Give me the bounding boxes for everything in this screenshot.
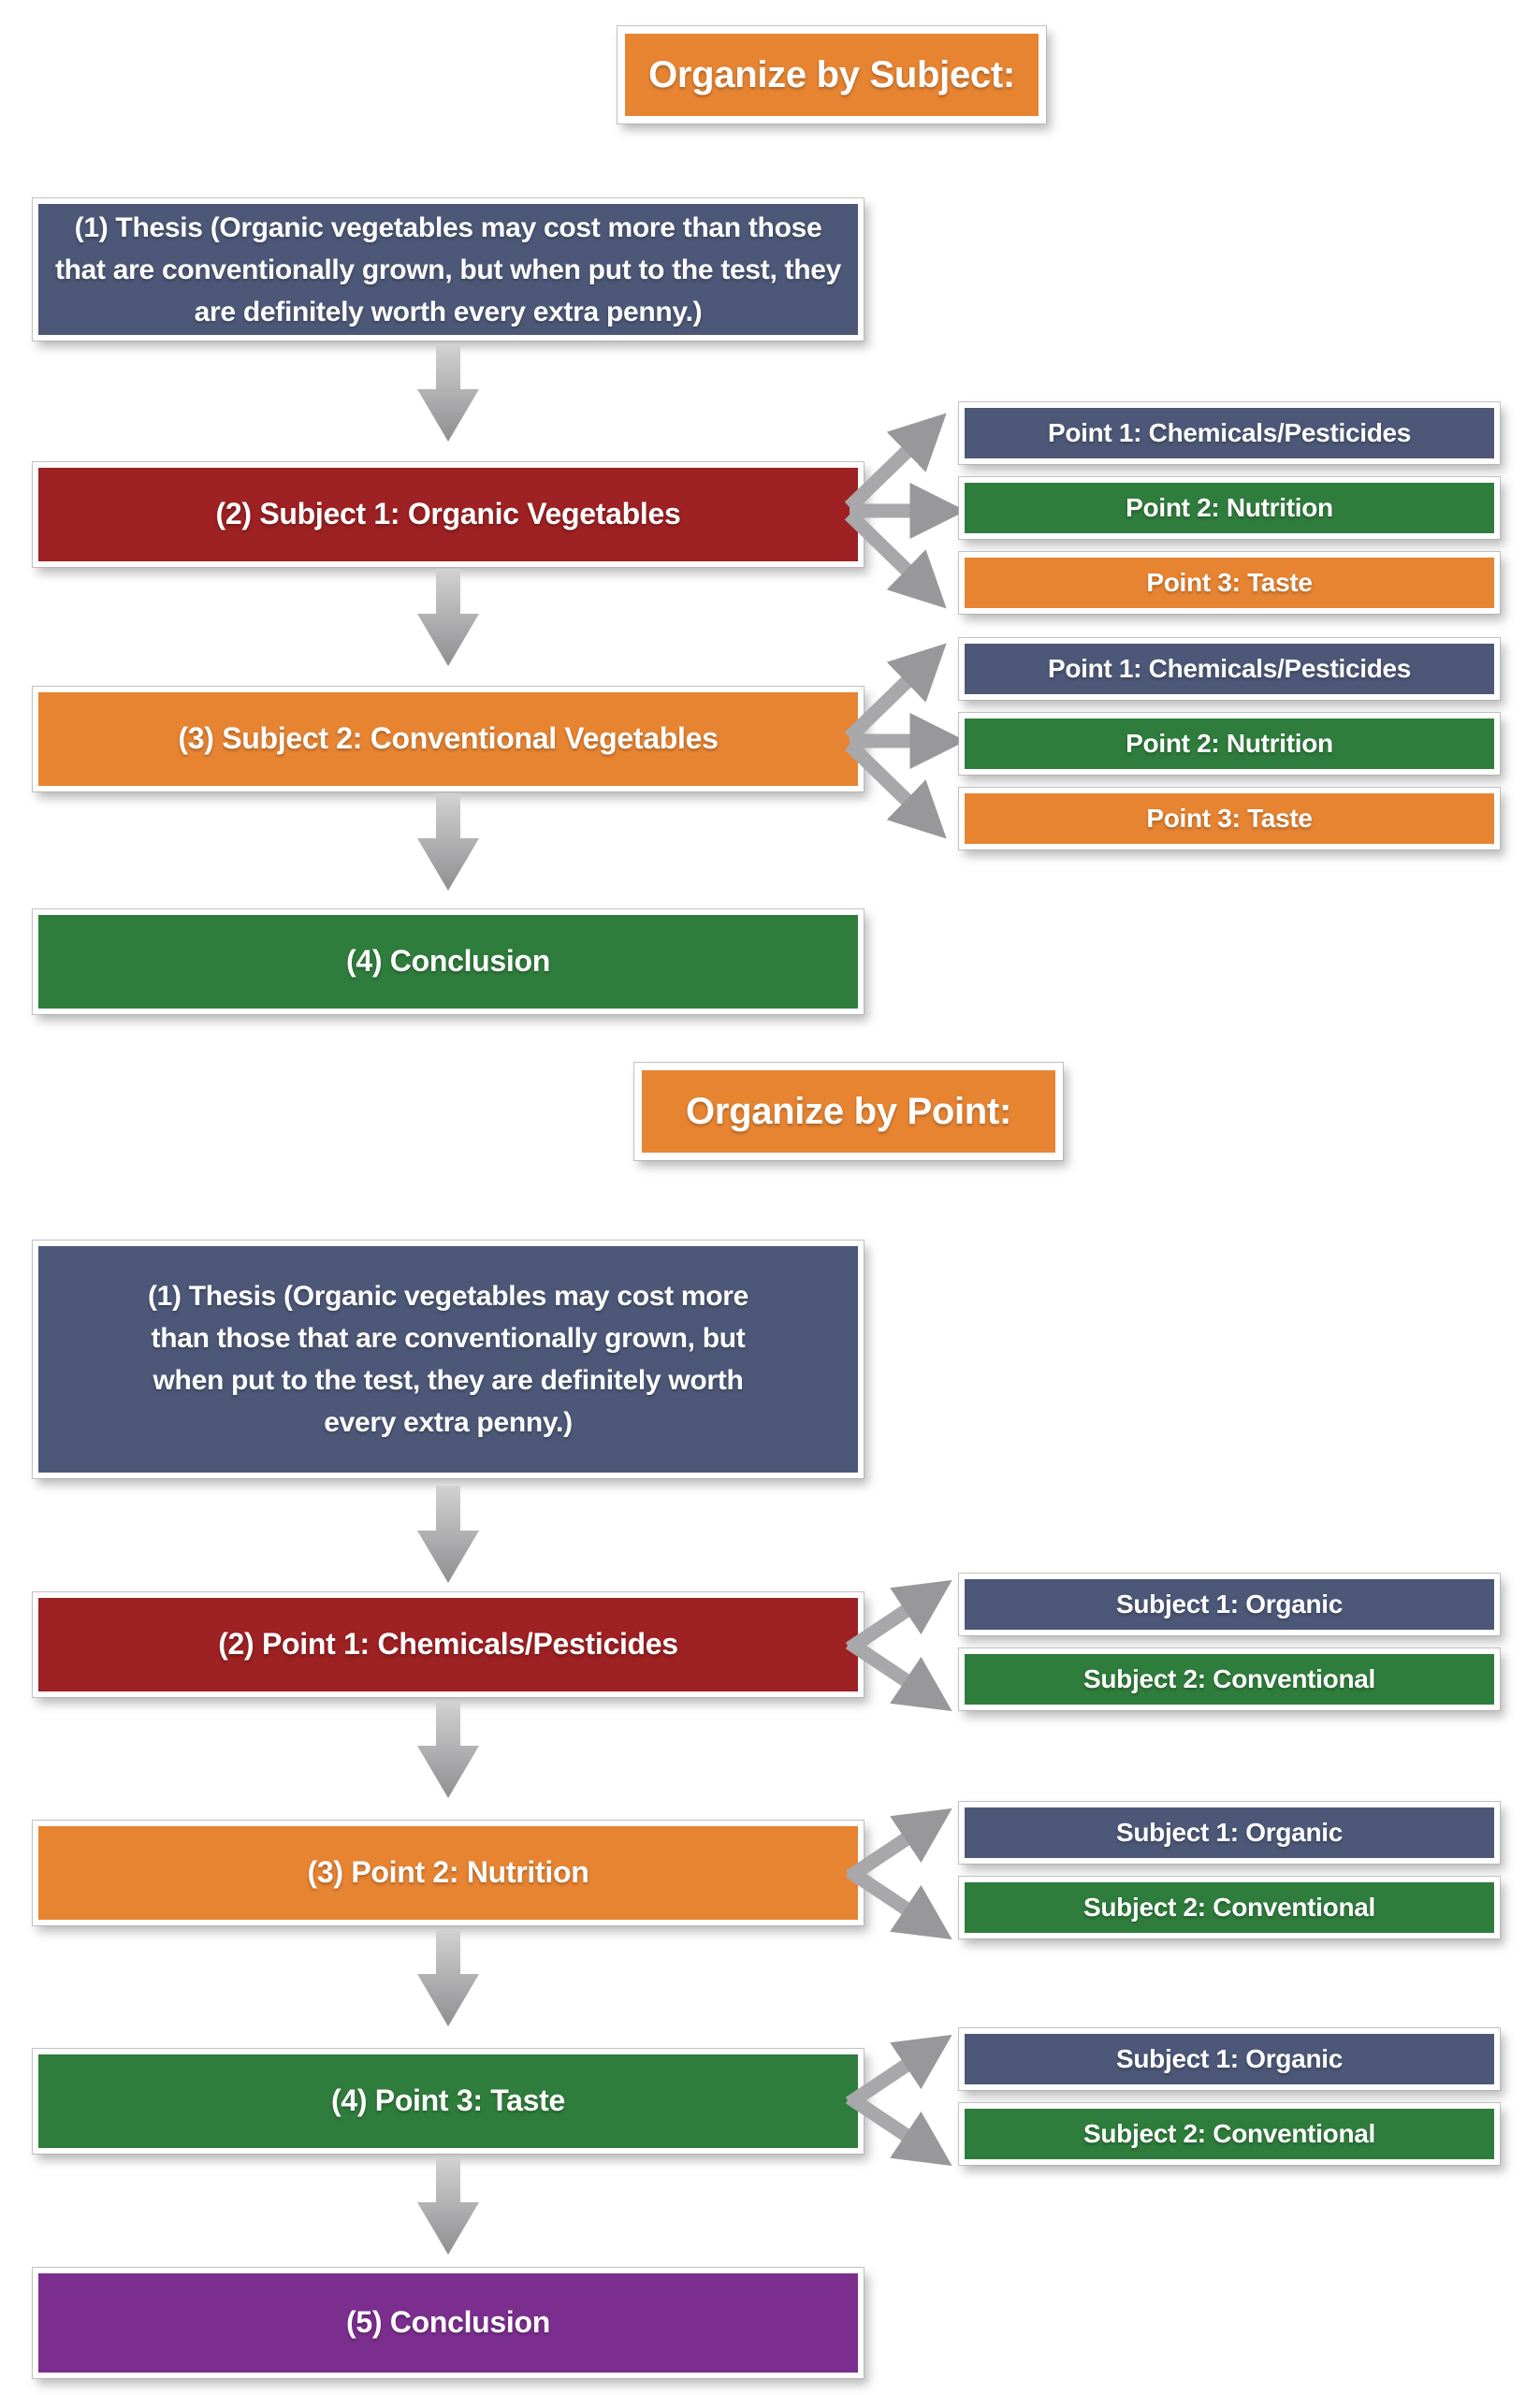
- point2-subject-2-label: Subject 2: Conventional: [1082, 1892, 1376, 1922]
- down-arrow-icon: [417, 1701, 479, 1798]
- fan-arrow-icon: [844, 2030, 966, 2170]
- subject2-point-2-chip: Point 2: Nutrition: [959, 713, 1500, 775]
- point3-subject-1-label: Subject 1: Organic: [1116, 2043, 1343, 2073]
- down-arrow-icon: [417, 344, 479, 442]
- subject1-point-2-label: Point 2: Nutrition: [1126, 492, 1333, 522]
- down-arrow-icon: [417, 1929, 479, 2026]
- subject-1-box: (2) Subject 1: Organic Vegetables: [33, 462, 864, 567]
- point1-subject-1-label: Subject 1: Organic: [1116, 1589, 1343, 1618]
- point-3-label: (4) Point 3: Taste: [330, 2083, 566, 2118]
- down-arrow-icon: [417, 1486, 479, 1583]
- subject1-point-2-chip: Point 2: Nutrition: [959, 477, 1500, 539]
- organize-by-subject-title-label: Organize by Subject:: [648, 54, 1015, 95]
- subject2-point-1-chip: Point 1: Chemicals/Pesticides: [959, 638, 1500, 700]
- point1-subject-1-chip: Subject 1: Organic: [959, 1574, 1500, 1635]
- point3-subject-1-chip: Subject 1: Organic: [959, 2028, 1500, 2090]
- point2-subject-1-label: Subject 1: Organic: [1116, 1817, 1343, 1847]
- point3-subject-2-chip: Subject 2: Conventional: [959, 2103, 1500, 2165]
- point-conclusion-box: (5) Conclusion: [33, 2268, 864, 2378]
- point2-subject-2-chip: Subject 2: Conventional: [959, 1877, 1500, 1938]
- subject2-point-3-chip: Point 3: Taste: [959, 788, 1500, 849]
- organize-by-point-title: Organize by Point:: [634, 1063, 1063, 1160]
- point-conclusion-label: (5) Conclusion: [345, 2305, 551, 2340]
- point-1-box: (2) Point 1: Chemicals/Pesticides: [33, 1592, 864, 1697]
- organize-by-point-title-label: Organize by Point:: [686, 1091, 1011, 1132]
- subject-conclusion-box: (4) Conclusion: [33, 909, 864, 1014]
- subject-conclusion-label: (4) Conclusion: [345, 944, 551, 979]
- point-thesis-box: (1) Thesis (Organic vegetables may cost …: [33, 1241, 864, 1478]
- fan-arrow-icon: [844, 1575, 966, 1716]
- subject-thesis-text: (1) Thesis (Organic vegetables may cost …: [54, 211, 842, 327]
- fan-arrow-icon: [844, 1804, 966, 1944]
- down-arrow-icon: [417, 793, 479, 891]
- point2-subject-1-chip: Subject 1: Organic: [959, 1802, 1500, 1864]
- point-2-box: (3) Point 2: Nutrition: [33, 1821, 864, 1925]
- subject1-point-1-label: Point 1: Chemicals/Pesticides: [1047, 417, 1412, 447]
- point1-subject-2-label: Subject 2: Conventional: [1082, 1663, 1376, 1693]
- point-2-label: (3) Point 2: Nutrition: [307, 1855, 589, 1890]
- point-3-box: (4) Point 3: Taste: [33, 2049, 864, 2154]
- subject1-point-3-label: Point 3: Taste: [1146, 567, 1313, 597]
- subject-1-label: (2) Subject 1: Organic Vegetables: [215, 497, 681, 531]
- subject-thesis-box: (1) Thesis (Organic vegetables may cost …: [33, 198, 864, 341]
- down-arrow-icon: [417, 2157, 479, 2255]
- fan-arrow-icon: [844, 640, 966, 841]
- subject1-point-3-chip: Point 3: Taste: [959, 552, 1500, 614]
- subject2-point-3-label: Point 3: Taste: [1146, 803, 1313, 833]
- subject-2-label: (3) Subject 2: Conventional Vegetables: [178, 721, 719, 756]
- fan-arrow-icon: [844, 410, 966, 611]
- point1-subject-2-chip: Subject 2: Conventional: [959, 1648, 1500, 1710]
- point-thesis-text: (1) Thesis (Organic vegetables may cost …: [147, 1281, 749, 1438]
- subject2-point-2-label: Point 2: Nutrition: [1126, 728, 1333, 758]
- subject-2-box: (3) Subject 2: Conventional Vegetables: [33, 687, 864, 791]
- subject2-point-1-label: Point 1: Chemicals/Pesticides: [1047, 653, 1412, 683]
- subject1-point-1-chip: Point 1: Chemicals/Pesticides: [959, 402, 1500, 464]
- down-arrow-icon: [417, 569, 479, 666]
- organize-by-subject-title: Organize by Subject:: [617, 26, 1046, 123]
- point3-subject-2-label: Subject 2: Conventional: [1082, 2118, 1376, 2148]
- point-1-label: (2) Point 1: Chemicals/Pesticides: [218, 1627, 678, 1662]
